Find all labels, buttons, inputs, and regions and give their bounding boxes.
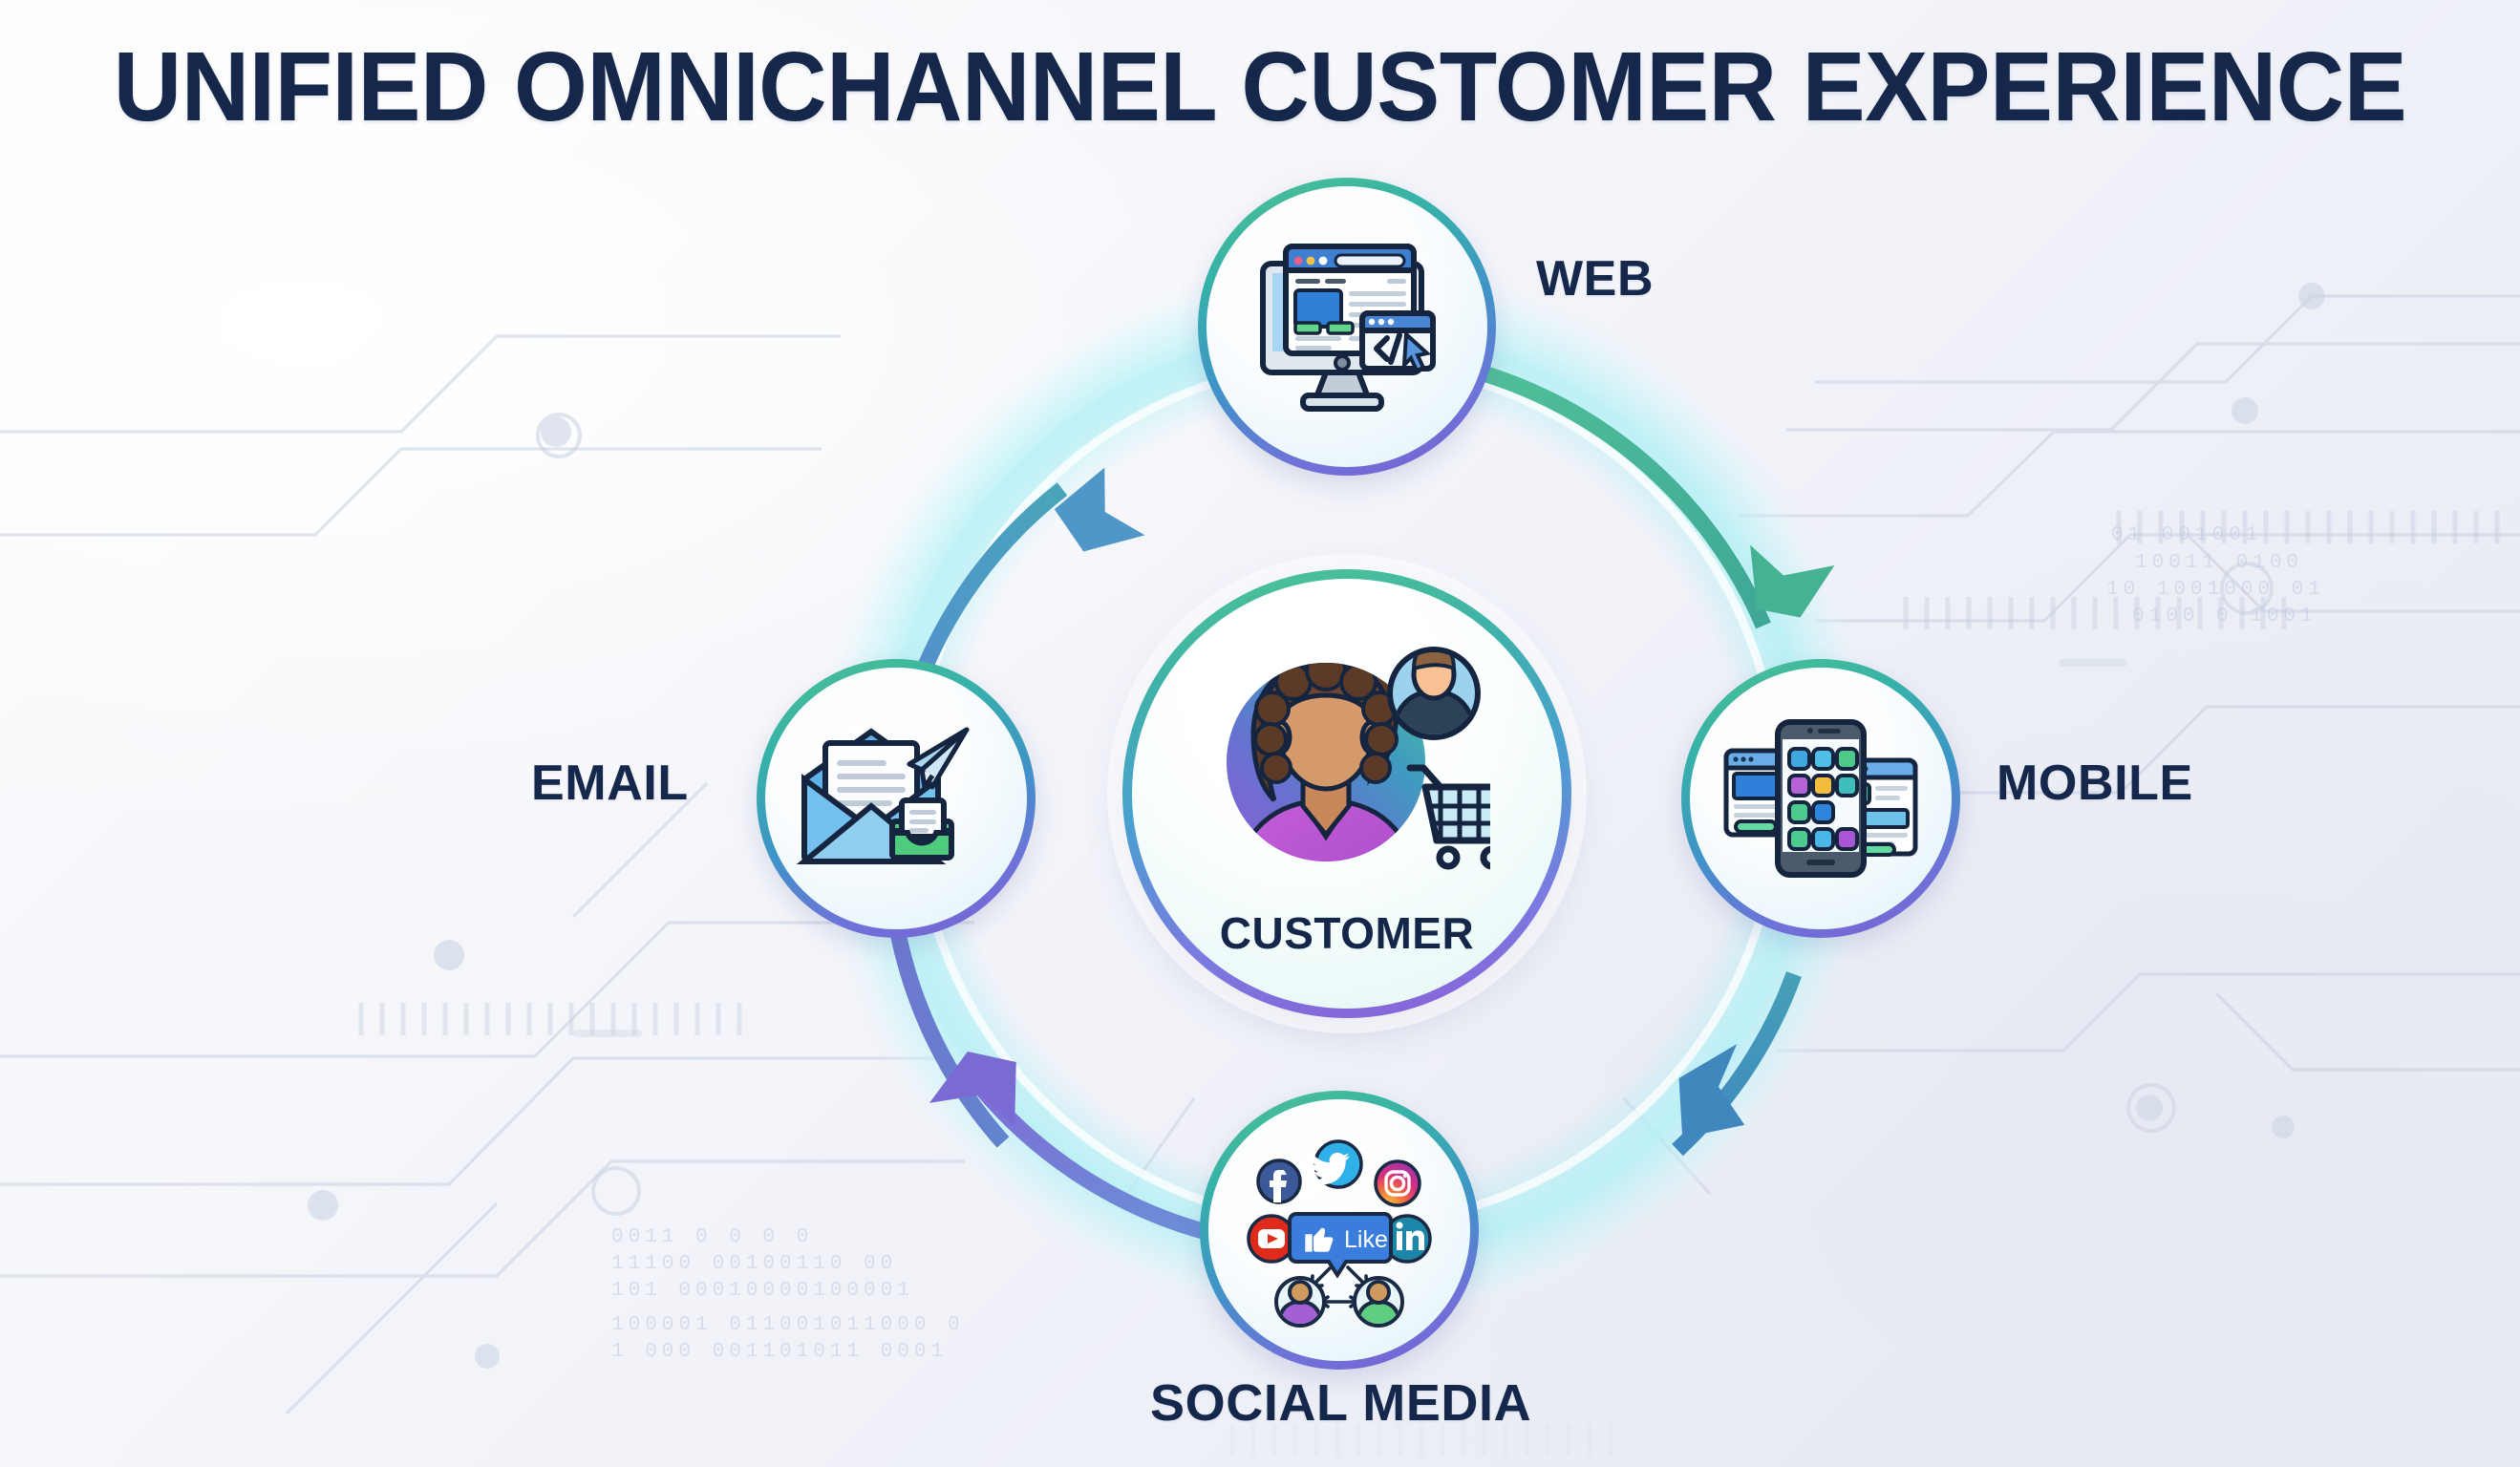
node-web[interactable] (1198, 178, 1496, 476)
youtube-icon (1247, 1214, 1296, 1264)
page-title-container: UNIFIED OMNICHANNEL CUSTOMER EXPERIENCE (0, 36, 2520, 137)
arrow-top-right-path (1450, 356, 1771, 629)
svg-text:01 001001: 01 001001 (2111, 524, 2262, 546)
mobile-node-face (1690, 668, 1952, 929)
arrow-top-right-head (1750, 544, 1835, 618)
desktop-browser-icon (1260, 244, 1436, 412)
page-title: UNIFIED OMNICHANNEL CUSTOMER EXPERIENCE (113, 32, 2407, 141)
customer-label: CUSTOMER (1219, 908, 1475, 958)
envelope-mail-icon (797, 727, 970, 864)
svg-text:0011 0 0 0 0: 0011 0 0 0 0 (611, 1226, 813, 1248)
channel-label-social: SOCIAL MEDIA (1150, 1374, 1532, 1432)
linkedin-icon (1382, 1214, 1432, 1264)
like-label: Like (1344, 1226, 1388, 1253)
arrow-bottom-right-head (1678, 1044, 1745, 1138)
svg-text:10011 0100: 10011 0100 (2135, 552, 2303, 574)
svg-text:10 1001000 01: 10 1001000 01 (2106, 579, 2325, 601)
svg-text:100001 011001011000 0: 100001 011001011000 0 (611, 1314, 965, 1336)
social-node-face: Like (1208, 1099, 1470, 1361)
web-node-face (1207, 186, 1487, 467)
svg-text:11100 00100110 00: 11100 00100110 00 (611, 1253, 897, 1275)
node-mobile[interactable] (1681, 659, 1960, 938)
like-thumb-icon: Like (1288, 1212, 1393, 1279)
customer-node-face: CUSTOMER (1132, 579, 1562, 1009)
channel-label-mobile: MOBILE (1997, 755, 2193, 811)
twitter-icon (1310, 1139, 1363, 1189)
node-email[interactable] (757, 659, 1036, 938)
svg-text:101 00010000100001: 101 00010000100001 (611, 1280, 914, 1302)
channel-label-email: EMAIL (531, 755, 689, 811)
arrow-top-left-head (1054, 467, 1145, 552)
customer-avatar-icon (1227, 647, 1490, 870)
svg-text:0100 0 1001: 0100 0 1001 (2132, 606, 2317, 627)
smartphone-apps-icon (1723, 719, 1918, 878)
shopping-cart-icon (1406, 764, 1490, 870)
channel-label-web: WEB (1536, 251, 1655, 307)
email-node-face (765, 668, 1027, 929)
user-profile-badge-icon (1387, 647, 1481, 740)
ring-arrowheads (929, 467, 1835, 1138)
social-networks-icon: Like (1247, 1139, 1432, 1328)
instagram-icon (1374, 1159, 1421, 1207)
user-connection-group (1274, 1265, 1404, 1328)
node-social[interactable]: Like (1200, 1091, 1479, 1370)
node-customer[interactable]: CUSTOMER (1122, 569, 1571, 1018)
arrow-bottom-left-head (929, 1052, 1016, 1126)
facebook-icon (1256, 1159, 1302, 1204)
svg-text:1 000 001101011 0001: 1 000 001101011 0001 (611, 1341, 948, 1363)
